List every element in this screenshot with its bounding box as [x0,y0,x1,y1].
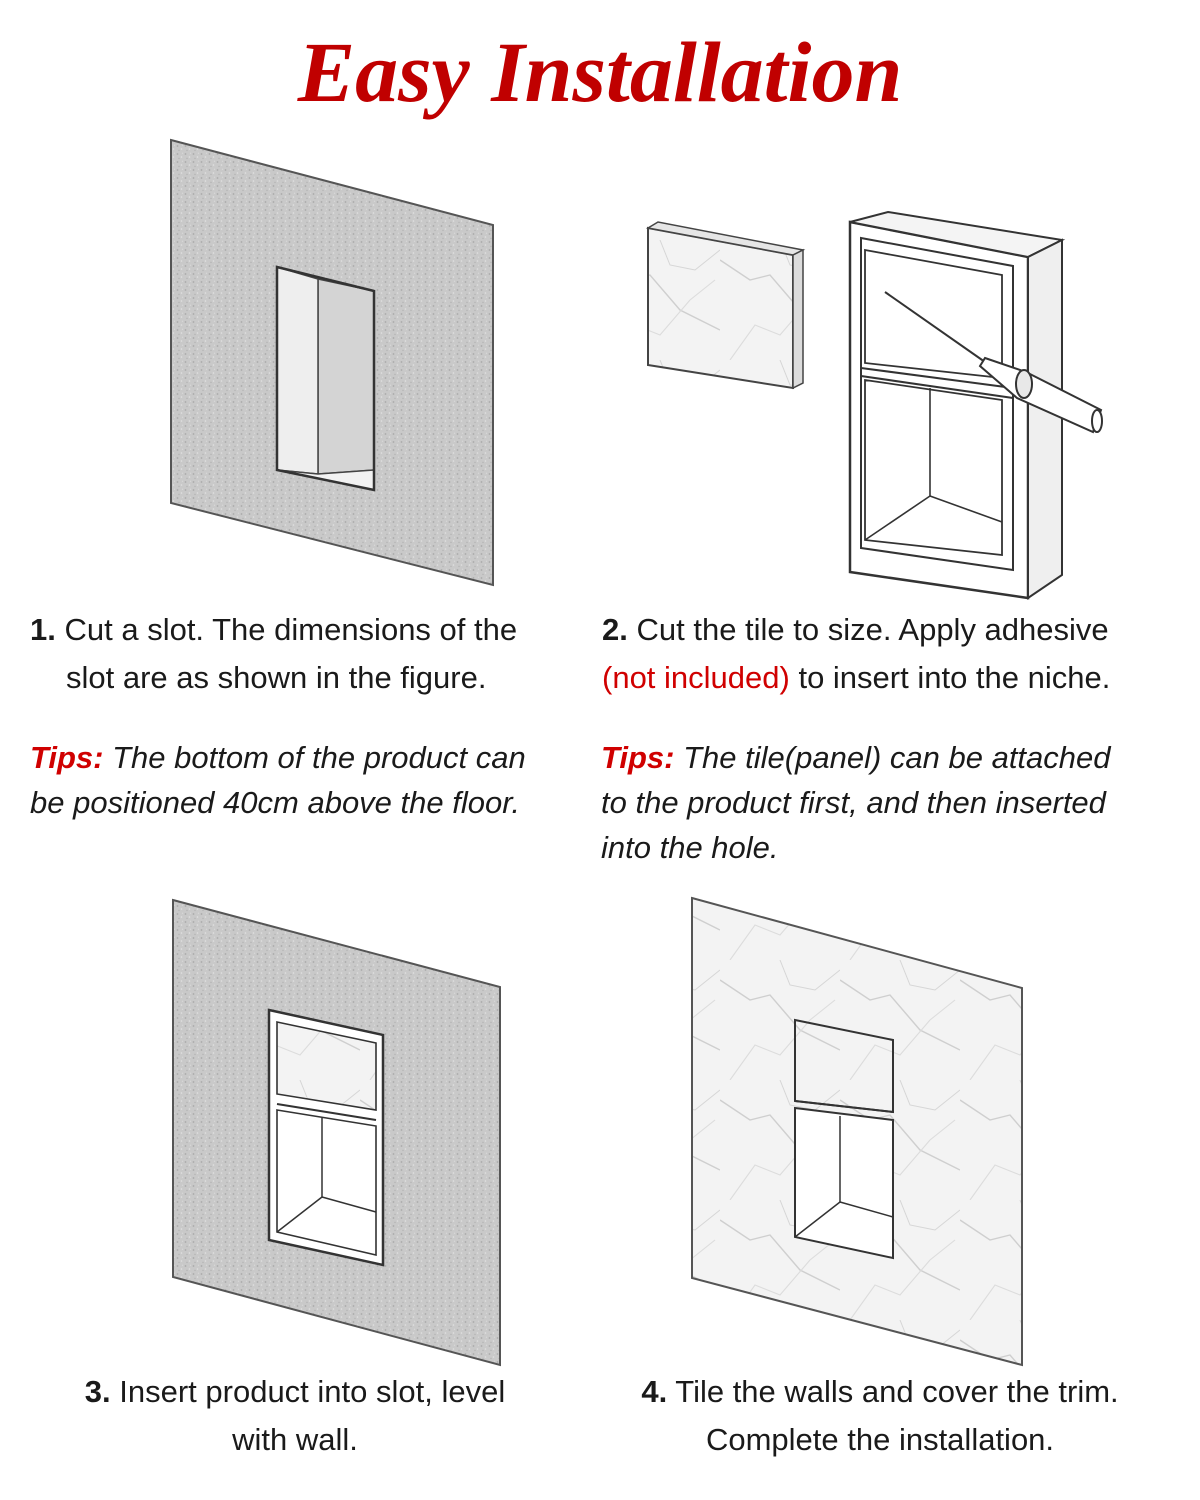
figure-3-insert-product [172,898,501,1367]
tips-line: be positioned 40cm above the floor. [30,785,521,820]
figure-1-cut-slot [170,138,494,587]
page-title: Easy Installation [297,24,903,120]
step-line: Insert product into slot, level [119,1374,506,1409]
step-line: Cut a slot. The dimensions of the [64,612,518,647]
tips-line: to the product first, and then inserted [601,785,1106,820]
slot-back [317,278,375,475]
niche-lower-opening [276,1109,377,1257]
tips-label: Tips: [30,740,104,775]
step-line: slot are as shown in the figure. [66,660,487,695]
step-3-text: 3. Insert product into slot, level with … [0,1368,590,1464]
step-number: 3. [84,1374,111,1409]
tips-2: Tips: The tile(panel) can be attached to… [601,735,1181,870]
step-number: 4. [641,1374,668,1409]
step-line: Cut the tile to size. Apply adhesive [636,612,1109,647]
step-line: Tile the walls and cover the trim. [675,1374,1119,1409]
figure-4-tiled-wall [691,896,1023,1367]
slot-outline [275,265,376,492]
niche-lower-opening [864,378,1003,557]
step-4-text: 4. Tile the walls and cover the trim. Co… [580,1368,1180,1464]
not-included-note: (not included) [602,660,790,695]
step-1-text: 1. Cut a slot. The dimensions of the slo… [30,606,590,702]
adhesive-tube-icon [884,291,1103,434]
tips-1: Tips: The bottom of the product can be p… [30,735,590,825]
tips-line: The tile(panel) can be attached [683,740,1111,775]
tips-line: The bottom of the product can [112,740,526,775]
figure-2-tile-adhesive [645,210,1103,600]
step-number: 1. [30,612,56,647]
step-line: Complete the installation. [705,1422,1055,1457]
tile-piece [647,226,794,390]
niche-lower-opening [794,1106,894,1260]
step-2-text: 2. Cut the tile to size. Apply adhesive … [602,606,1182,702]
step-number: 2. [602,612,628,647]
tips-label: Tips: [601,740,675,775]
step-line: with wall. [232,1422,358,1457]
niche-inner-frame [860,236,1014,572]
step-line: to insert into the niche. [789,660,1111,695]
slot-left-side [276,265,319,475]
tips-line: into the hole. [601,830,779,865]
